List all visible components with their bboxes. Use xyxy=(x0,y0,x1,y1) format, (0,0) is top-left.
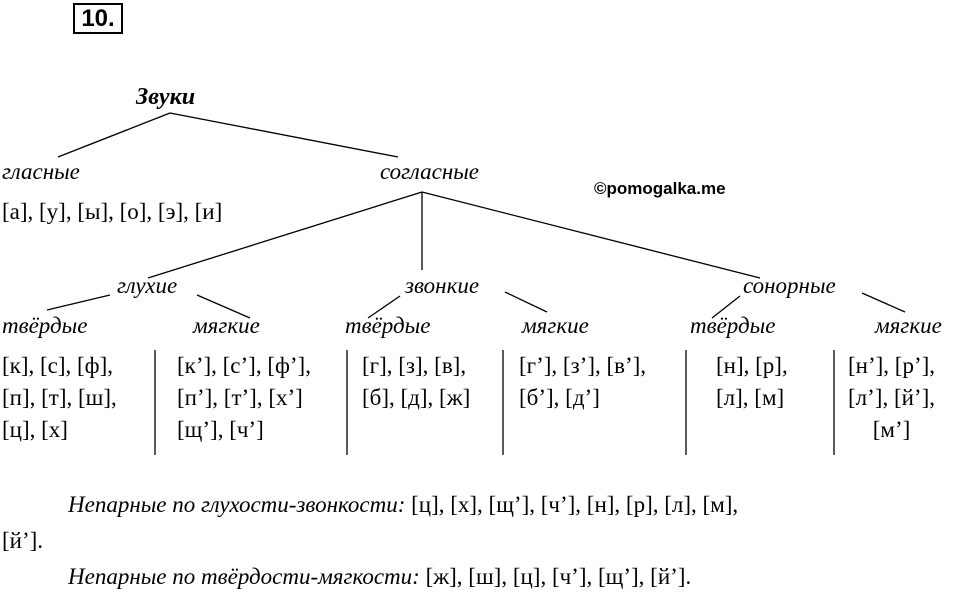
voiced-soft-sounds: [г’], [з’], [в’], [б’], [д’] xyxy=(519,350,646,414)
sonorant-soft-sounds: [н’], [р’], [л’], [й’], [м’] xyxy=(848,350,935,446)
sound-line: [г’], [з’], [в’], xyxy=(519,353,647,378)
sound-line: [б’], [д’] xyxy=(519,385,600,410)
sound-line: [л], [м] xyxy=(716,385,785,410)
note-voicing-label: Непарные по глухости-звонкости: xyxy=(68,492,406,517)
voiced-hard-sounds: [г], [з], [в], [б], [д], [ж] xyxy=(362,350,470,414)
sound-line: [п], [т], [ш], xyxy=(2,385,117,410)
sound-line: [б], [д], [ж] xyxy=(362,385,471,410)
sound-line: [л’], [й’], xyxy=(848,385,935,410)
vowels-label: гласные xyxy=(2,159,80,184)
note-voicing-continuation: [й’]. xyxy=(2,528,44,553)
note-hardness: Непарные по твёрдости-мягкости: [ж], [ш]… xyxy=(68,564,691,590)
sound-line: [ц], [х] xyxy=(2,417,68,442)
sonorant-hard-label: твёрдые xyxy=(690,313,776,338)
voiceless-hard-label: твёрдые xyxy=(2,313,88,338)
vowels-sounds: [а], [у], [ы], [о], [э], [и] xyxy=(2,199,223,224)
sound-line: [к’], [с’], [ф’], xyxy=(177,353,311,378)
sonorant-hard-sounds: [н], [р], [л], [м] xyxy=(716,350,788,414)
sound-line: [п’], [т’], [х’] xyxy=(177,385,303,410)
voiced-hard-label: твёрдые xyxy=(345,313,431,338)
sound-line: [к], [с], [ф], xyxy=(2,353,113,378)
voiceless-hard-sounds: [к], [с], [ф], [п], [т], [ш], [ц], [х] xyxy=(2,350,117,446)
voiced-soft-label: мягкие xyxy=(522,313,589,338)
note-hardness-sounds: [ж], [ш], [ц], [ч’], [щ’], [й’]. xyxy=(425,564,692,589)
note-hardness-label: Непарные по твёрдости-мягкости: xyxy=(68,564,420,589)
sound-line: [г], [з], [в], xyxy=(362,353,467,378)
sound-line: [н’], [р’], xyxy=(848,353,936,378)
exercise-number: 10. xyxy=(73,3,123,34)
watermark: ©pomogalka.me xyxy=(594,179,726,198)
group-label-voiced: звонкие xyxy=(405,273,480,298)
root-label: Звуки xyxy=(136,84,196,110)
sound-line: [н], [р], xyxy=(716,353,788,378)
note-voicing: Непарные по глухости-звонкости: [ц], [х]… xyxy=(68,492,738,518)
sonorant-soft-label: мягкие xyxy=(875,313,942,338)
note-voicing-sounds: [ц], [х], [щ’], [ч’], [н], [р], [л], [м]… xyxy=(411,492,739,517)
sound-line: [щ’], [ч’] xyxy=(177,417,264,442)
voiceless-soft-sounds: [к’], [с’], [ф’], [п’], [т’], [х’] [щ’],… xyxy=(177,350,311,446)
sound-line: [м’] xyxy=(872,417,911,442)
group-label-voiceless: глухие xyxy=(117,273,178,298)
voiceless-soft-label: мягкие xyxy=(193,313,260,338)
group-label-sonorant: сонорные xyxy=(743,273,836,298)
consonants-label: согласные xyxy=(380,159,480,184)
